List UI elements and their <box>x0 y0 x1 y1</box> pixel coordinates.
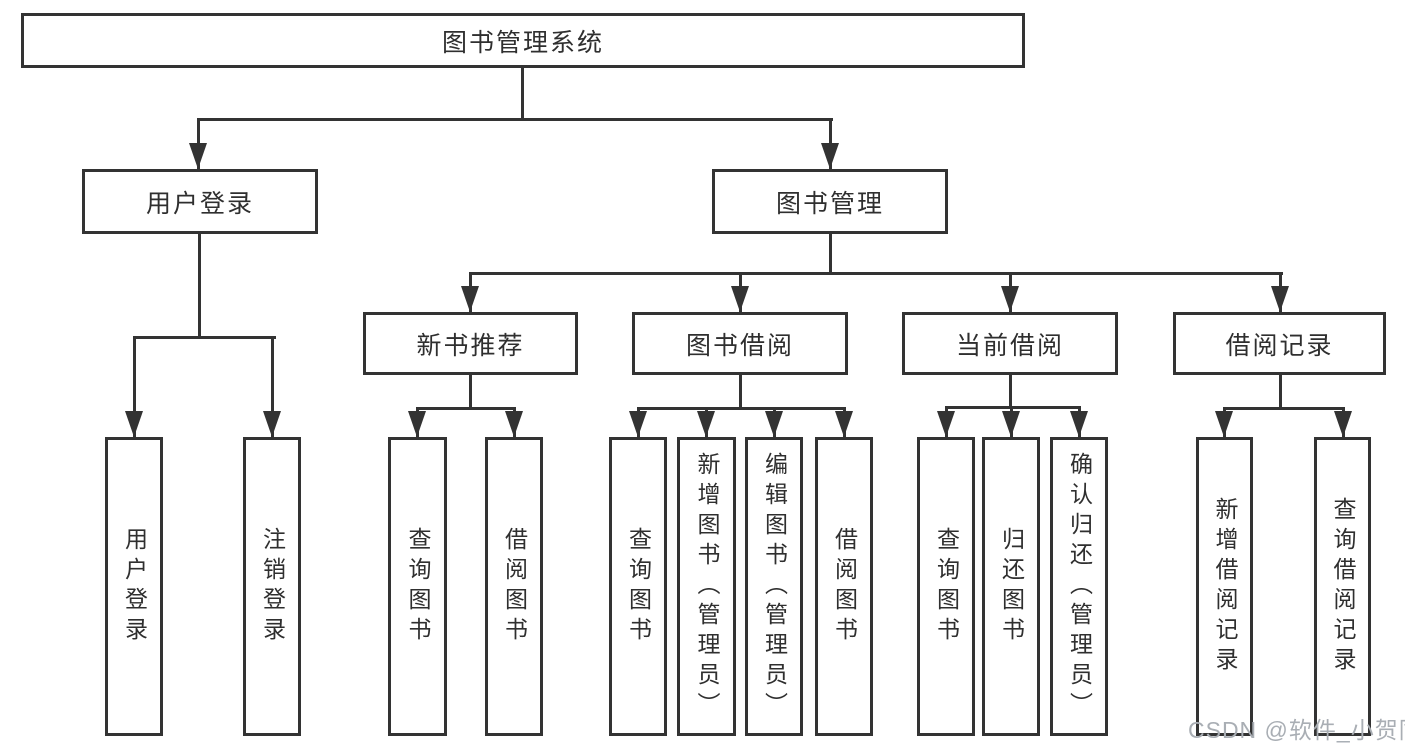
leaf-edit-book-admin: 编辑图书（管理员） <box>745 437 803 736</box>
connector-line <box>521 68 524 121</box>
connector-line <box>829 234 832 275</box>
arrowhead-down-icon <box>731 286 749 312</box>
leaf-return-book: 归还图书 <box>982 437 1040 736</box>
arrowhead-down-icon <box>189 143 207 169</box>
arrowhead-down-icon <box>505 411 523 437</box>
leaf-user-login: 用户登录 <box>105 437 163 736</box>
leaf-add-borrow-record: 新增借阅记录 <box>1196 437 1253 736</box>
arrowhead-down-icon <box>821 143 839 169</box>
connector-line <box>469 272 1283 275</box>
leaf-query-book-recommend: 查询图书 <box>388 437 447 736</box>
connector-line <box>1223 407 1345 410</box>
connector-line <box>416 407 516 410</box>
arrowhead-down-icon <box>408 411 426 437</box>
leaf-query-book-borrow: 查询图书 <box>609 437 667 736</box>
leaf-logout: 注销登录 <box>243 437 301 736</box>
node-new-book-recommend: 新书推荐 <box>363 312 578 375</box>
leaf-borrow-book: 借阅图书 <box>815 437 873 736</box>
connector-line <box>945 406 1081 409</box>
connector-line <box>133 336 276 339</box>
leaf-query-book-current: 查询图书 <box>917 437 975 736</box>
node-borrow-record: 借阅记录 <box>1173 312 1386 375</box>
arrowhead-down-icon <box>629 411 647 437</box>
node-book-management: 图书管理 <box>712 169 948 234</box>
arrowhead-down-icon <box>1001 286 1019 312</box>
connector-line <box>739 375 742 410</box>
arrowhead-down-icon <box>461 286 479 312</box>
arrowhead-down-icon <box>697 411 715 437</box>
arrowhead-down-icon <box>125 411 143 437</box>
connector-line <box>637 407 846 410</box>
connector-line <box>469 375 472 410</box>
arrowhead-down-icon <box>1215 411 1233 437</box>
node-root: 图书管理系统 <box>21 13 1025 68</box>
arrowhead-down-icon <box>1334 411 1352 437</box>
csdn-watermark: CSDN @软件_小贺同学 <box>1188 717 1405 743</box>
leaf-confirm-return-admin: 确认归还（管理员） <box>1050 437 1108 736</box>
arrowhead-down-icon <box>1271 286 1289 312</box>
node-current-borrow: 当前借阅 <box>902 312 1118 375</box>
leaf-query-borrow-record: 查询借阅记录 <box>1314 437 1371 736</box>
arrowhead-down-icon <box>1070 411 1088 437</box>
node-book-borrow: 图书借阅 <box>632 312 848 375</box>
connector-line <box>271 336 274 437</box>
connector-line <box>197 118 833 121</box>
connector-line <box>133 336 136 437</box>
arrowhead-down-icon <box>937 411 955 437</box>
node-user-login: 用户登录 <box>82 169 318 234</box>
connector-line <box>1279 375 1282 410</box>
arrowhead-down-icon <box>1002 411 1020 437</box>
connector-line <box>198 234 201 338</box>
arrowhead-down-icon <box>263 411 281 437</box>
leaf-borrow-book-recommend: 借阅图书 <box>485 437 543 736</box>
arrowhead-down-icon <box>835 411 853 437</box>
arrowhead-down-icon <box>765 411 783 437</box>
connector-line <box>1009 375 1012 409</box>
leaf-add-book-admin: 新增图书（管理员） <box>677 437 736 736</box>
